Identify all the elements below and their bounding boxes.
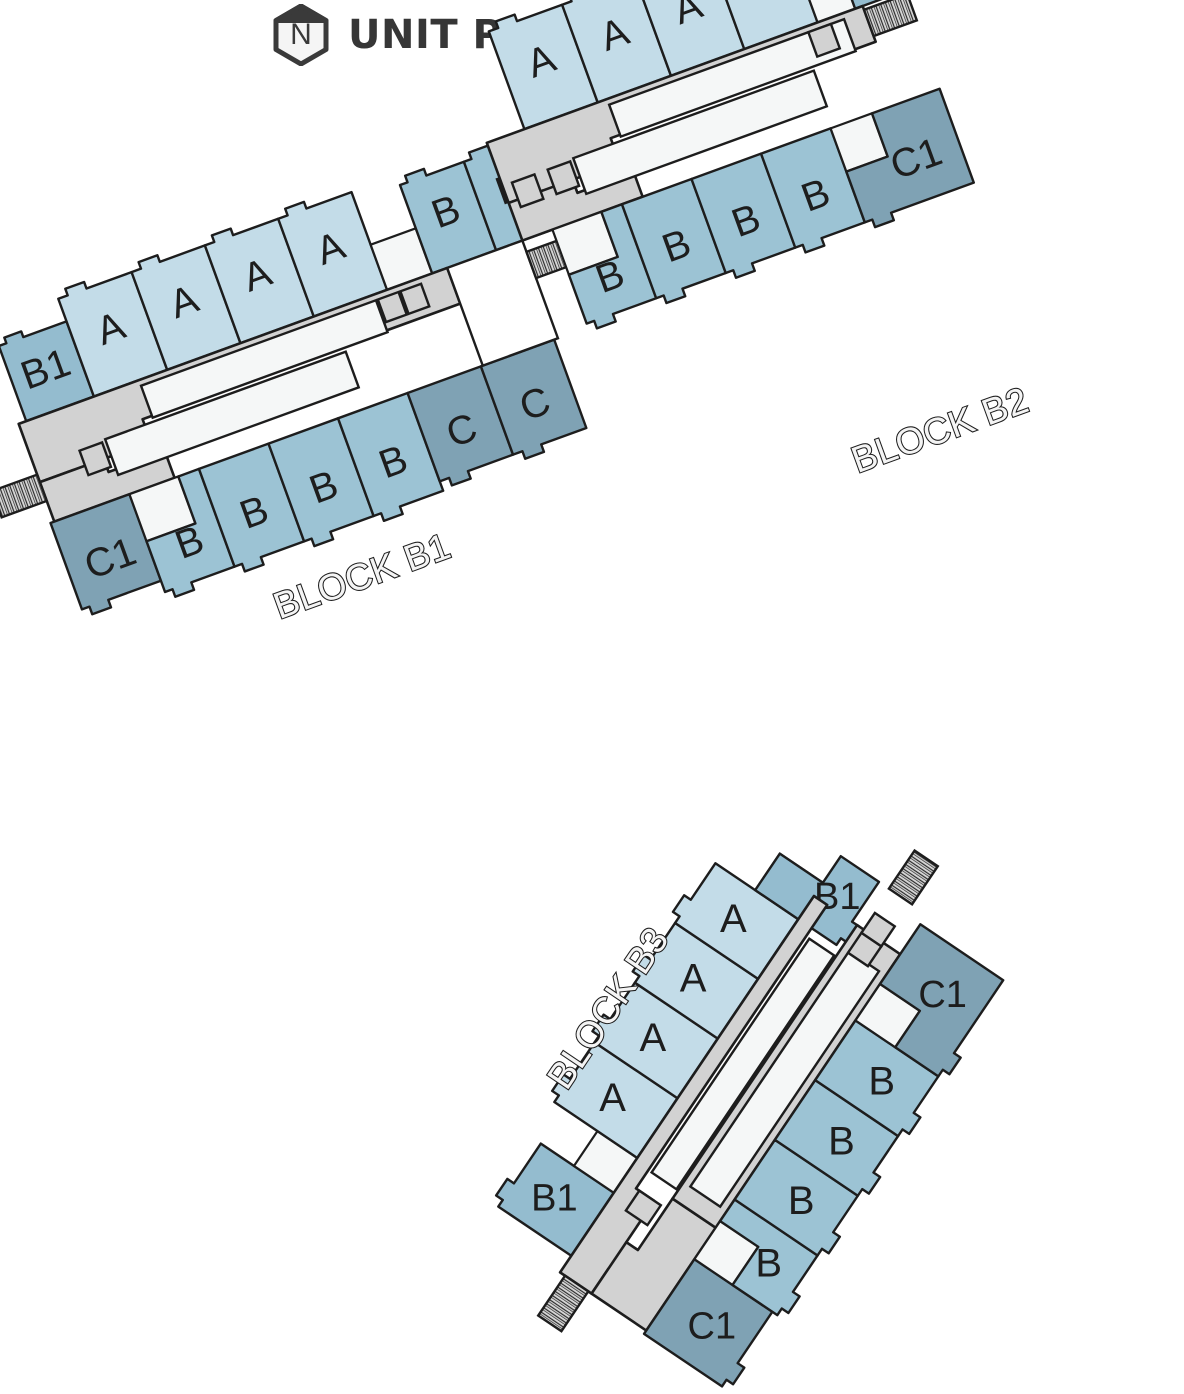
unit-b1-east-0[interactable]: B1 [492,1139,615,1257]
svg-text:A: A [599,1076,626,1120]
block-b1-north-row: B1 A A A A [0,137,562,423]
unit-c1-west-5[interactable]: C1 [855,923,1009,1081]
block-b1-b2-group: B1 A A A A [0,0,977,617]
unit-b-south-0[interactable]: B [552,203,658,331]
svg-text:B: B [828,1119,855,1163]
svg-text:B: B [788,1179,815,1223]
svg-text:N: N [290,18,312,51]
unit-c1-south-0[interactable]: C1 [49,493,164,617]
unit-a-east-2[interactable]: A [588,978,719,1100]
stair-hatch-b1-west [0,473,49,519]
unit-a-north-4[interactable]: A [276,185,389,318]
svg-text:C1: C1 [687,1305,736,1347]
unit-a-north-3[interactable]: A [706,0,819,51]
block-b1-south-row: C1 B B B B [49,338,589,617]
unit-b-south-1[interactable]: B [620,177,728,306]
svg-text:B: B [755,1242,782,1286]
unit-a-north-0[interactable]: A [486,0,599,131]
stair-hatch-b3-south [887,848,940,906]
stair-hatch-b2-east [862,0,919,38]
north-arrow-hexagon-icon: N [273,4,329,66]
block-b1: B1 A A A A [0,137,589,617]
block-b2: A A A A B1 [485,0,977,331]
block-b2-label: BLOCK B2 [845,378,1035,482]
block-b3-corridor [536,848,940,1333]
unit-c-south-6[interactable]: C [479,338,589,463]
unit-c1-south-4[interactable]: C1 [831,87,977,230]
svg-text:A: A [680,957,707,1001]
svg-text:A: A [741,0,781,7]
unit-b-west-2[interactable]: B [733,1138,865,1260]
unit-c-south-5[interactable]: C [406,365,516,489]
svg-text:B1: B1 [531,1178,577,1220]
unit-a-east-4[interactable]: A [668,859,800,981]
unit-b-south-2[interactable]: B [197,442,307,575]
unit-b-north-5[interactable]: B [398,155,498,275]
block-b2-south-row: B B B B C1 [551,87,977,331]
unit-b-south-2[interactable]: B [690,152,798,281]
unit-b-west-1[interactable]: B [694,1198,824,1320]
unit-b1-north-0[interactable]: B1 [0,316,96,423]
svg-text:BLOCK B2: BLOCK B2 [846,379,1034,481]
unit-b-south-1[interactable]: B [129,467,237,600]
stair-hatch-b3-north [536,1274,590,1333]
block-b2-north-row: A A A A B1 [486,0,930,131]
block-b3-west-row: C1 B B B B C1 [642,923,1009,1388]
svg-text:A: A [720,897,747,941]
block-b1-corridor [0,266,462,523]
svg-text:C1: C1 [918,974,967,1016]
svg-text:A: A [640,1016,667,1060]
block-b3: B1 A A A A B1 [492,848,1009,1388]
svg-text:B: B [868,1060,895,1104]
block-b2-corridor [485,0,919,242]
unit-b-south-3[interactable]: B [759,127,867,255]
